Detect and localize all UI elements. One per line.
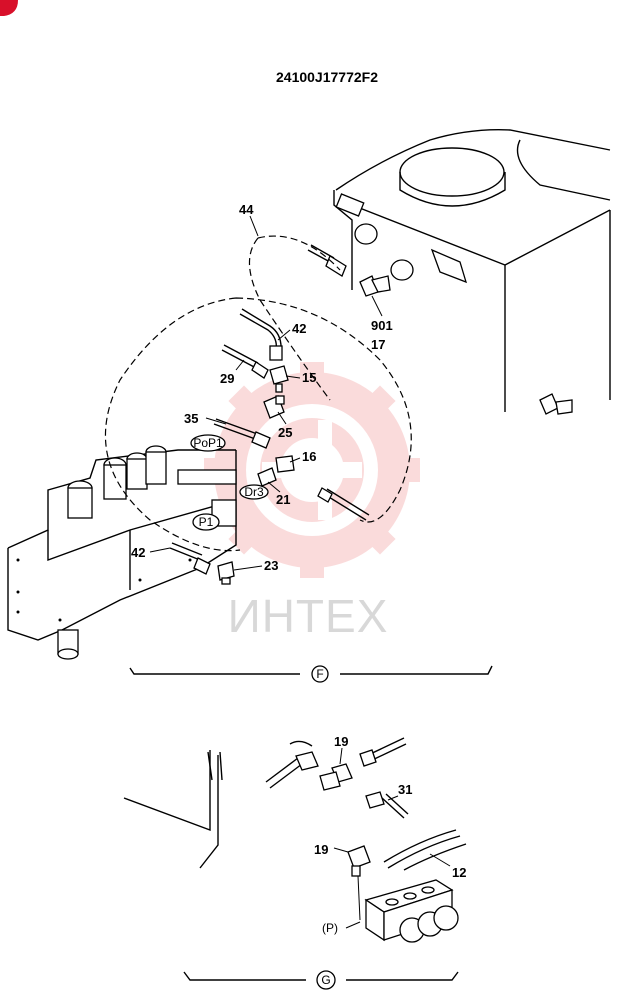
dashed-route-main bbox=[104, 297, 412, 552]
hose-42-upper bbox=[239, 308, 283, 361]
callout-19-upper: 19 bbox=[334, 734, 348, 749]
svg-text:F: F bbox=[316, 667, 323, 681]
callout-29: 29 bbox=[220, 371, 234, 386]
hose-12 bbox=[383, 829, 467, 871]
hose-to-tank bbox=[317, 487, 370, 521]
hydraulic-tank bbox=[307, 129, 611, 415]
dashed-route-44 bbox=[248, 235, 341, 401]
corner-tab bbox=[0, 0, 18, 16]
callout-23: 23 bbox=[264, 558, 278, 573]
callout-42-upper: 42 bbox=[292, 321, 306, 336]
callout-15: 15 bbox=[302, 370, 316, 385]
svg-text:PoP1: PoP1 bbox=[193, 436, 223, 450]
callout-35: 35 bbox=[184, 411, 198, 426]
hose-31 bbox=[365, 791, 409, 819]
callout-901: 901 bbox=[371, 318, 393, 333]
callout-42-lower: 42 bbox=[131, 545, 145, 560]
callout-12: 12 bbox=[452, 865, 466, 880]
callout-16: 16 bbox=[302, 449, 316, 464]
callout-17: 17 bbox=[371, 337, 385, 352]
pump-block bbox=[364, 879, 459, 943]
hose-left-g bbox=[265, 740, 319, 789]
fitting-19-lower bbox=[347, 845, 371, 921]
svg-text:P1: P1 bbox=[199, 515, 214, 529]
fitting-21 bbox=[257, 467, 277, 487]
view-g-frame bbox=[123, 750, 223, 869]
watermark-logo bbox=[204, 362, 420, 578]
fitting-25 bbox=[263, 395, 285, 419]
leader-lines-g bbox=[333, 747, 451, 929]
callout-31: 31 bbox=[398, 782, 412, 797]
callout-19-lower: 19 bbox=[314, 842, 328, 857]
callout-44: 44 bbox=[239, 202, 254, 217]
watermark-text: ИНТЕХ bbox=[228, 590, 389, 642]
svg-text:Dr3: Dr3 bbox=[244, 485, 264, 499]
fitting-19-upper bbox=[319, 763, 353, 791]
fitting-15 bbox=[269, 365, 289, 393]
control-valve bbox=[7, 445, 237, 660]
port-label-p1: P1 bbox=[192, 513, 220, 531]
leader-lines-f bbox=[149, 215, 383, 571]
drawing-number: 24100J17772F2 bbox=[276, 69, 378, 85]
port-label-pop1: PoP1 bbox=[190, 434, 226, 452]
section-bracket-g: G bbox=[183, 970, 459, 990]
port-label-p: (P) bbox=[322, 921, 338, 935]
callout-21: 21 bbox=[276, 492, 290, 507]
hose-29 bbox=[221, 344, 269, 379]
callout-25: 25 bbox=[278, 425, 292, 440]
section-bracket-f: F bbox=[129, 665, 493, 683]
hose-upper-right-g bbox=[359, 737, 407, 767]
fitting-16 bbox=[275, 455, 295, 473]
port-label-dr3: Dr3 bbox=[239, 484, 269, 500]
fitting-23 bbox=[217, 561, 235, 585]
hose-42-lower bbox=[169, 542, 211, 575]
hose-35 bbox=[213, 418, 271, 449]
svg-text:G: G bbox=[321, 973, 330, 987]
